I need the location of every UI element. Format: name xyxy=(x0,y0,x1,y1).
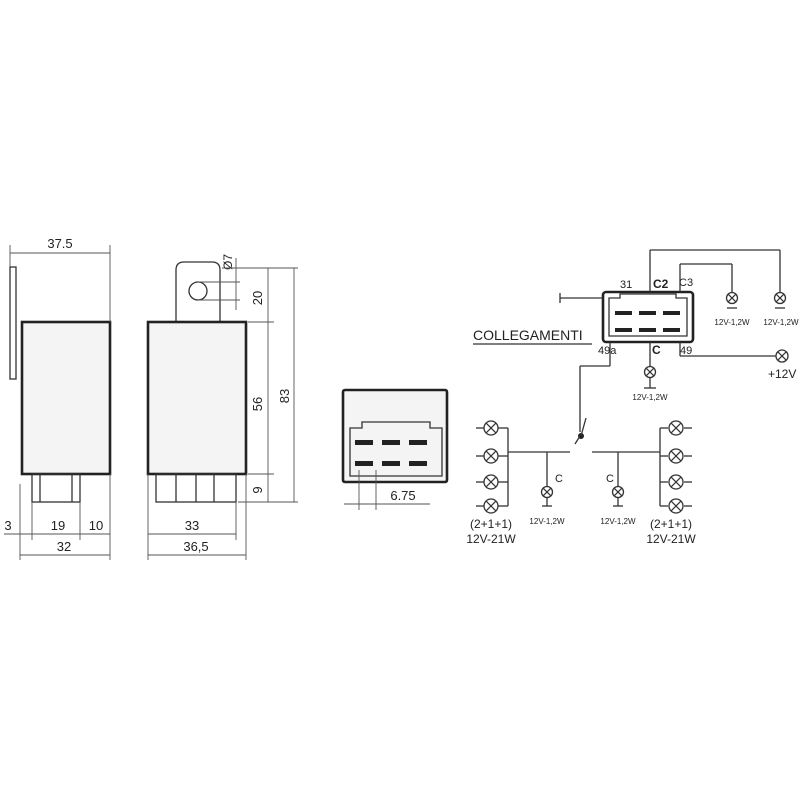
side-view-mounting-tab xyxy=(175,261,221,322)
dim-total-height: 83 xyxy=(277,389,292,403)
lamp-icon xyxy=(668,420,684,436)
terminal-c3-label: C3 xyxy=(679,277,693,289)
lamp-icon xyxy=(483,498,499,514)
right-lamp-group: (2+1+1) xyxy=(650,517,692,531)
lamp-icon xyxy=(725,291,739,305)
terminal-31-label: 31 xyxy=(620,279,632,291)
lamp-icon xyxy=(668,474,684,490)
front-view: 37.5 3 19 10 32 xyxy=(4,236,112,560)
right-lamp-rating: 12V-1,2W xyxy=(600,517,636,526)
dim-pin-width: 19 xyxy=(51,518,65,533)
terminal-slot xyxy=(409,440,427,445)
terminal-49a-label: 49a xyxy=(598,345,617,357)
relay-connector xyxy=(601,290,695,344)
lamp-icon xyxy=(611,485,625,499)
dim-hole-diameter: Ø7 xyxy=(221,254,235,270)
wiring-title: COLLEGAMENTI xyxy=(473,327,583,343)
terminal-slot xyxy=(355,461,373,466)
lamp-icon xyxy=(643,365,657,379)
dim-right-offset: 10 xyxy=(89,518,103,533)
left-lamp-group-rating: 12V-21W xyxy=(466,532,516,546)
right-c-label: C xyxy=(606,473,614,485)
dim-body-height: 56 xyxy=(250,397,265,411)
side-view-body xyxy=(146,320,248,476)
lamp-symbols xyxy=(483,291,789,514)
lamp-icon xyxy=(483,420,499,436)
dim-pin-pitch: 6.75 xyxy=(390,488,415,503)
terminal-slot xyxy=(409,461,427,466)
terminal-slot xyxy=(355,440,373,445)
terminal-slot xyxy=(382,461,400,466)
terminal-slot xyxy=(382,440,400,445)
supply-label: +12V xyxy=(768,367,796,381)
lamp-icon xyxy=(483,448,499,464)
lamp-c-rating: 12V-1,2W xyxy=(632,393,668,402)
wiring-diagram: COLLEGAMENTI 31 C2 C3 49a C 49 12V-1,2W … xyxy=(466,249,799,546)
front-view-body xyxy=(20,320,112,476)
left-lamp-rating: 12V-1,2W xyxy=(529,517,565,526)
connector-face-outline xyxy=(341,388,449,484)
lamp-icon xyxy=(668,498,684,514)
lamp-c3-rating: 12V-1,2W xyxy=(714,318,750,327)
connector-face-view: 6.75 xyxy=(341,388,449,510)
mounting-hole xyxy=(188,281,208,301)
lamp-icon xyxy=(775,349,789,363)
left-lamp-group: (2+1+1) xyxy=(470,517,512,531)
lamp-icon xyxy=(668,448,684,464)
terminal-49-label: 49 xyxy=(680,345,692,357)
left-c-label: C xyxy=(555,473,563,485)
lamp-c2-rating: 12V-1,2W xyxy=(763,318,799,327)
dim-pin-block-width: 33 xyxy=(185,518,199,533)
lamp-icon xyxy=(483,474,499,490)
dim-left-offset: 3 xyxy=(4,518,11,533)
front-view-connector xyxy=(31,473,81,503)
right-lamp-group-rating: 12V-21W xyxy=(646,532,696,546)
terminal-c-label: C xyxy=(652,343,661,357)
dim-width-bottom: 32 xyxy=(57,539,71,554)
dim-pin-height: 9 xyxy=(250,486,265,493)
side-view: Ø7 20 56 9 83 33 36,5 xyxy=(146,254,298,560)
terminal-c2-label: C2 xyxy=(653,277,669,291)
dim-width-top: 37.5 xyxy=(47,236,72,251)
lamp-icon xyxy=(540,485,554,499)
dim-side-width: 36,5 xyxy=(183,539,208,554)
front-view-tab xyxy=(9,266,17,380)
lamp-icon xyxy=(773,291,787,305)
dim-tab-height: 20 xyxy=(250,291,265,305)
